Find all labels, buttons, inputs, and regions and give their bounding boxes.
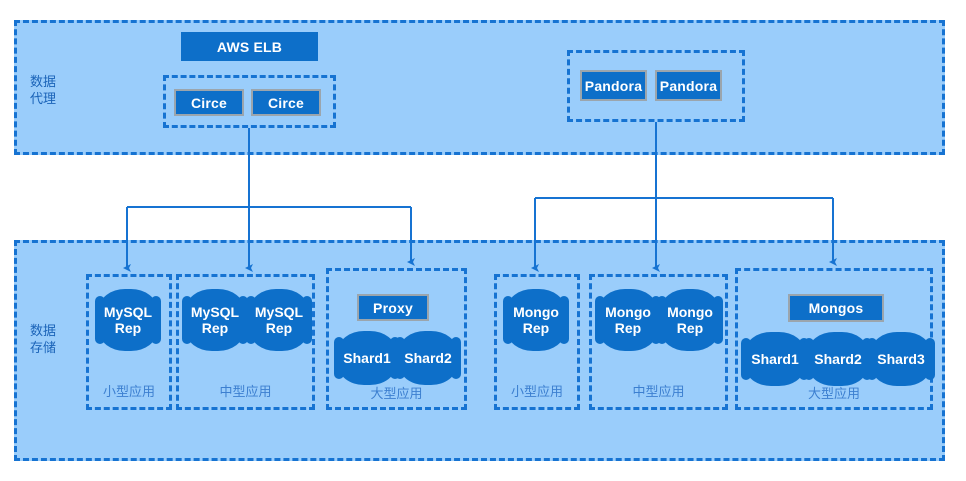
db-mysql-rep[interactable]: MySQL Rep [95, 289, 161, 351]
db-mongo-rep[interactable]: Mongo Rep [503, 289, 569, 351]
node-proxy[interactable]: Proxy [357, 294, 429, 321]
zone-label-data-proxy: 数据 代理 [30, 74, 57, 106]
db-label-line2: Rep [265, 320, 293, 336]
group-mysql-medium: 中型应用 [176, 274, 315, 410]
db-label-line1: MySQL [103, 304, 153, 320]
group-mongo-medium: 中型应用 [589, 274, 728, 410]
db-label-line1: Shard1 [751, 351, 799, 367]
db-label-line2: Rep [201, 320, 229, 336]
node-pandora-2[interactable]: Pandora [655, 70, 722, 101]
db-label-line1: Mongo [667, 304, 713, 320]
zone-data-proxy [14, 20, 945, 155]
node-pandora-1[interactable]: Pandora [580, 70, 647, 101]
group-label-mongo-large: 大型应用 [807, 386, 860, 401]
group-mysql-small: 小型应用 [86, 274, 172, 410]
group-pandora [567, 50, 745, 122]
node-circe-1[interactable]: Circe [174, 89, 244, 116]
group-label-mongo-medium: 中型应用 [632, 384, 685, 399]
db-label-line1: Shard2 [814, 351, 862, 367]
group-label-mongo-small: 小型应用 [510, 384, 563, 399]
group-circe [163, 75, 336, 128]
db-label-line1: Shard3 [877, 351, 925, 367]
node-aws-elb[interactable]: AWS ELB [181, 32, 318, 61]
group-mongo-small: 小型应用 [494, 274, 580, 410]
db-mongo-rep[interactable]: Mongo Rep [657, 289, 723, 351]
db-label-line2: Rep [614, 320, 642, 336]
db-mysql-rep[interactable]: MySQL Rep [182, 289, 248, 351]
db-label-line1: Shard1 [343, 350, 391, 366]
db-shard2[interactable]: Shard2 [395, 331, 461, 385]
db-mongo-rep[interactable]: Mongo Rep [595, 289, 661, 351]
db-label-line1: Shard2 [404, 350, 452, 366]
db-shard1[interactable]: Shard1 [334, 331, 400, 385]
db-mysql-rep[interactable]: MySQL Rep [246, 289, 312, 351]
node-circe-2[interactable]: Circe [251, 89, 321, 116]
db-label-line1: MySQL [190, 304, 240, 320]
db-label-line1: Mongo [605, 304, 651, 320]
node-mongos[interactable]: Mongos [788, 294, 884, 322]
db-shard1[interactable]: Shard1 [741, 332, 809, 386]
group-label-mysql-large: 大型应用 [370, 386, 423, 401]
db-shard3[interactable]: Shard3 [867, 332, 935, 386]
db-label-line1: Mongo [513, 304, 559, 320]
group-label-mysql-medium: 中型应用 [219, 384, 272, 399]
db-shard2[interactable]: Shard2 [804, 332, 872, 386]
db-label-line2: Rep [676, 320, 704, 336]
db-label-line2: Rep [522, 320, 550, 336]
zone-label-data-storage: 数据 存储 [30, 323, 57, 355]
db-label-line2: Rep [114, 320, 142, 336]
group-label-mysql-small: 小型应用 [102, 384, 155, 399]
db-label-line1: MySQL [254, 304, 304, 320]
group-mysql-large: 大型应用 [326, 268, 467, 410]
